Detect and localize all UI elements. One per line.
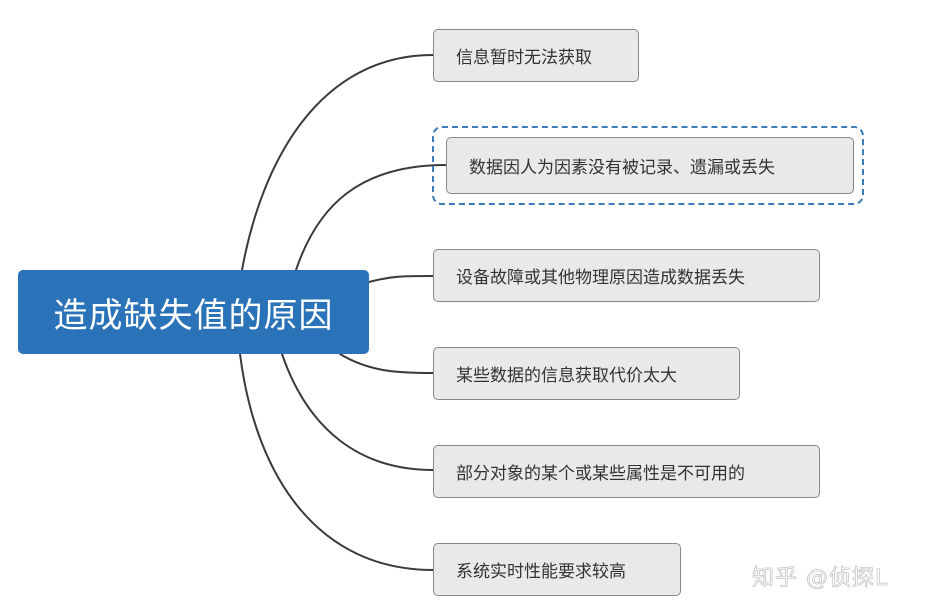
branch-topic-3[interactable]: 设备故障或其他物理原因造成数据丢失 [433, 249, 820, 302]
branch-topic-3-label: 设备故障或其他物理原因造成数据丢失 [456, 268, 745, 288]
branch-topic-6-label: 系统实时性能要求较高 [456, 562, 626, 582]
branch-topic-2[interactable]: 数据因人为因素没有被记录、遗漏或丢失 [446, 137, 854, 194]
branch-topic-2-label: 数据因人为因素没有被记录、遗漏或丢失 [469, 158, 775, 178]
connector-4 [339, 353, 434, 374]
central-topic[interactable]: 造成缺失值的原因 [18, 270, 369, 354]
watermark: 知乎 @侦探L [752, 566, 889, 592]
branch-topic-4-label: 某些数据的信息获取代价太大 [456, 366, 677, 386]
branch-topic-5-label: 部分对象的某个或某些属性是不可用的 [456, 464, 745, 484]
branch-topic-1-label: 信息暂时无法获取 [456, 48, 592, 68]
central-topic-label: 造成缺失值的原因 [53, 295, 334, 336]
connector-5 [281, 353, 434, 471]
branch-topic-6[interactable]: 系统实时性能要求较高 [433, 543, 681, 596]
connector-2 [295, 164, 447, 271]
connector-6 [239, 353, 434, 571]
branch-topic-5[interactable]: 部分对象的某个或某些属性是不可用的 [433, 445, 820, 498]
selection-frame [432, 126, 864, 205]
branch-topic-1[interactable]: 信息暂时无法获取 [433, 29, 639, 82]
connector-1 [241, 54, 434, 271]
branch-topic-4[interactable]: 某些数据的信息获取代价太大 [433, 347, 740, 400]
connector-3 [368, 275, 434, 283]
